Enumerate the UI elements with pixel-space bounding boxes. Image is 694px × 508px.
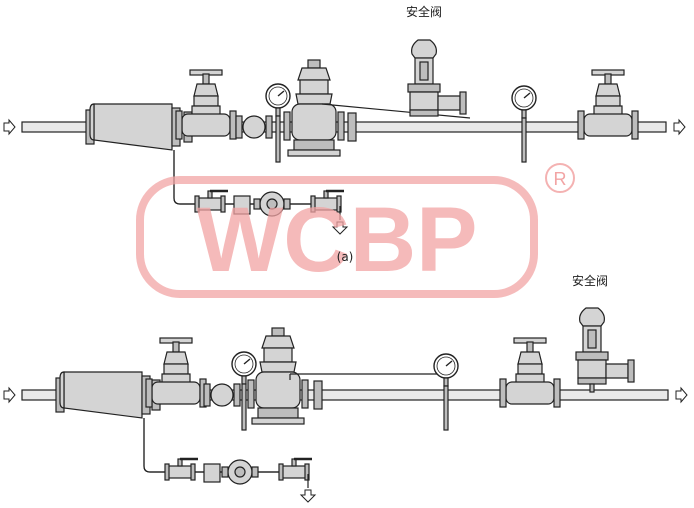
pressure-reducing-valve-top xyxy=(283,59,345,157)
safety-valve-top xyxy=(407,39,467,117)
registered-mark: R xyxy=(554,169,567,189)
pressure-gauge-1-top xyxy=(265,83,291,117)
subfigure-label-a: (a) xyxy=(337,250,354,264)
drain-ball-valve-2-bottom xyxy=(277,457,314,482)
safety-valve-label-bottom: 安全阀 xyxy=(572,273,608,288)
outlet-gate-valve-top xyxy=(577,69,639,140)
inlet-gate-valve-bottom xyxy=(145,337,207,408)
watermark: WCBP R xyxy=(136,163,575,298)
inlet-gate-valve-top xyxy=(175,69,237,140)
pressure-gauge-2-top xyxy=(511,85,537,119)
pressure-gauge-1-bottom xyxy=(231,351,257,385)
drain-outlet-arrow-bottom xyxy=(300,489,316,503)
safety-valve-label-top: 安全阀 xyxy=(406,4,442,19)
outlet-arrow-bottom xyxy=(675,387,688,403)
safety-valve-bottom xyxy=(575,307,635,385)
sensing-line-top xyxy=(321,103,471,119)
watermark-text: WCBP xyxy=(196,189,477,291)
drain-union-bottom xyxy=(203,463,221,483)
drain-union-top xyxy=(233,195,251,215)
pressure-gauge-2-bottom xyxy=(433,353,459,387)
registered-mark-circle xyxy=(545,163,575,193)
pressure-reducing-valve-bottom xyxy=(247,327,309,425)
steam-trap-bottom xyxy=(221,459,259,485)
main-pipe-bottom xyxy=(21,389,669,401)
inlet-arrow-bottom xyxy=(3,387,16,403)
inline-ball-valve-bottom xyxy=(203,383,241,407)
inlet-arrow-top xyxy=(3,119,16,135)
inline-ball-valve-top xyxy=(235,115,273,139)
watermark-frame xyxy=(136,176,538,298)
bottom-assembly: 安全阀 xyxy=(3,273,688,503)
top-assembly: 安全阀 xyxy=(3,4,686,235)
drain-ball-valve-1-bottom xyxy=(163,457,200,482)
outlet-gate-valve-bottom xyxy=(499,337,561,408)
separator-bottom xyxy=(55,371,161,419)
outlet-arrow-top xyxy=(673,119,686,135)
